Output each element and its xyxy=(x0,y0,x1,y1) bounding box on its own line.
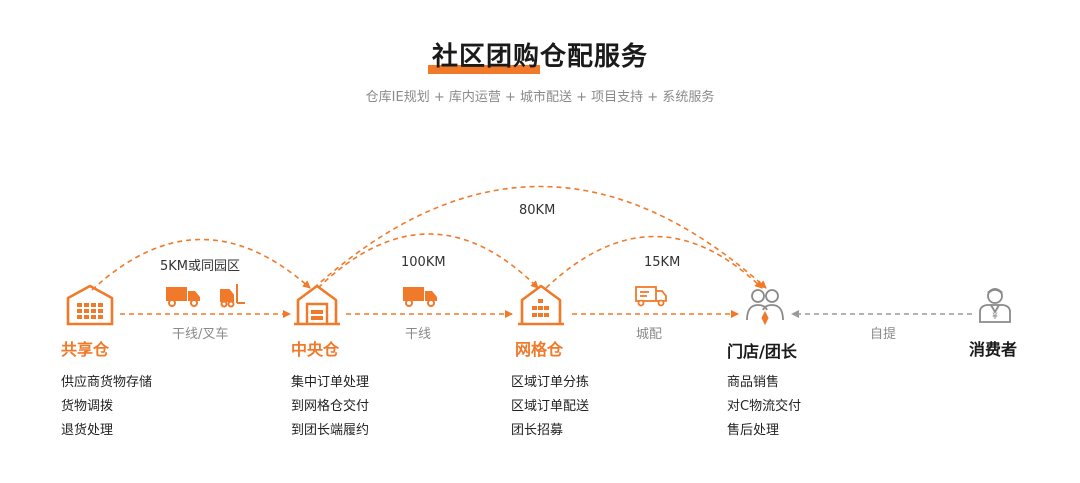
node-duties-central-warehouse: 集中订单处理 到网格仓交付 到团长端履约 xyxy=(291,371,369,443)
list-item: 商品销售 xyxy=(727,375,780,390)
node-name-store-leader: 门店/团长 xyxy=(727,342,797,361)
node-name-shared-warehouse: 共享仓 xyxy=(61,340,110,359)
truck-icon xyxy=(166,287,200,307)
list-item: 到团长端履约 xyxy=(291,423,370,438)
edge-label-consumer-store: 自提 xyxy=(870,327,897,342)
page-title: 社区团购仓配服务 xyxy=(427,36,648,74)
page-title-text: 社区团购仓配服务 xyxy=(431,42,648,72)
edge-label-grid-store: 城配 xyxy=(636,327,663,342)
list-item: 区域订单配送 xyxy=(511,399,590,414)
distance-label-shared-central: 5KM或同园区 xyxy=(160,259,241,274)
distance-label-central-grid: 100KM xyxy=(401,255,446,270)
list-item: 货物调拨 xyxy=(61,399,114,414)
list-item: 集中订单处理 xyxy=(291,375,370,390)
grid-warehouse-icon xyxy=(518,284,564,326)
list-item: 对C物流交付 xyxy=(727,399,802,414)
node-name-consumer: 消费者 xyxy=(969,340,1018,359)
arc-grid-to-store xyxy=(545,235,763,289)
distance-label-central-store: 80KM xyxy=(519,203,556,218)
node-name-central-warehouse: 中央仓 xyxy=(291,340,340,359)
forklift-icon xyxy=(220,284,245,308)
title-block: 社区团购仓配服务 xyxy=(0,36,1080,74)
distance-label-grid-store: 15KM xyxy=(644,255,681,270)
delivery-van-icon xyxy=(635,286,667,307)
node-name-grid-warehouse: 网格仓 xyxy=(515,340,564,359)
page-subtitle: 仓库IE规划 + 库内运营 + 城市配送 + 项目支持 + 系统服务 xyxy=(365,90,715,105)
node-duties-shared-warehouse: 供应商货物存储 货物调拨 退货处理 xyxy=(61,371,152,443)
edge-label-shared-central: 干线/叉车 xyxy=(172,327,229,342)
list-item: 区域订单分拣 xyxy=(511,375,590,390)
list-item: 到网格仓交付 xyxy=(291,399,370,414)
consumer-icon: ¥ xyxy=(979,288,1011,323)
arc-shared-to-central xyxy=(91,238,311,291)
arc-central-to-store xyxy=(313,185,767,289)
warehouse-door-icon xyxy=(294,284,340,326)
arc-central-to-grid xyxy=(317,233,539,289)
list-item: 团长招募 xyxy=(511,423,564,438)
node-duties-grid-warehouse: 区域订单分拣 区域订单配送 团长招募 xyxy=(511,371,589,443)
list-item: 供应商货物存储 xyxy=(61,375,153,390)
truck-icon xyxy=(403,287,437,307)
warehouse-shelves-icon xyxy=(66,284,114,326)
list-item: 售后处理 xyxy=(727,423,780,438)
node-duties-store-leader: 商品销售 对C物流交付 售后处理 xyxy=(727,371,801,443)
svg-text:¥: ¥ xyxy=(992,312,998,322)
list-item: 退货处理 xyxy=(61,423,114,438)
group-leader-icon xyxy=(746,289,784,326)
edge-label-central-grid: 干线 xyxy=(405,327,432,342)
